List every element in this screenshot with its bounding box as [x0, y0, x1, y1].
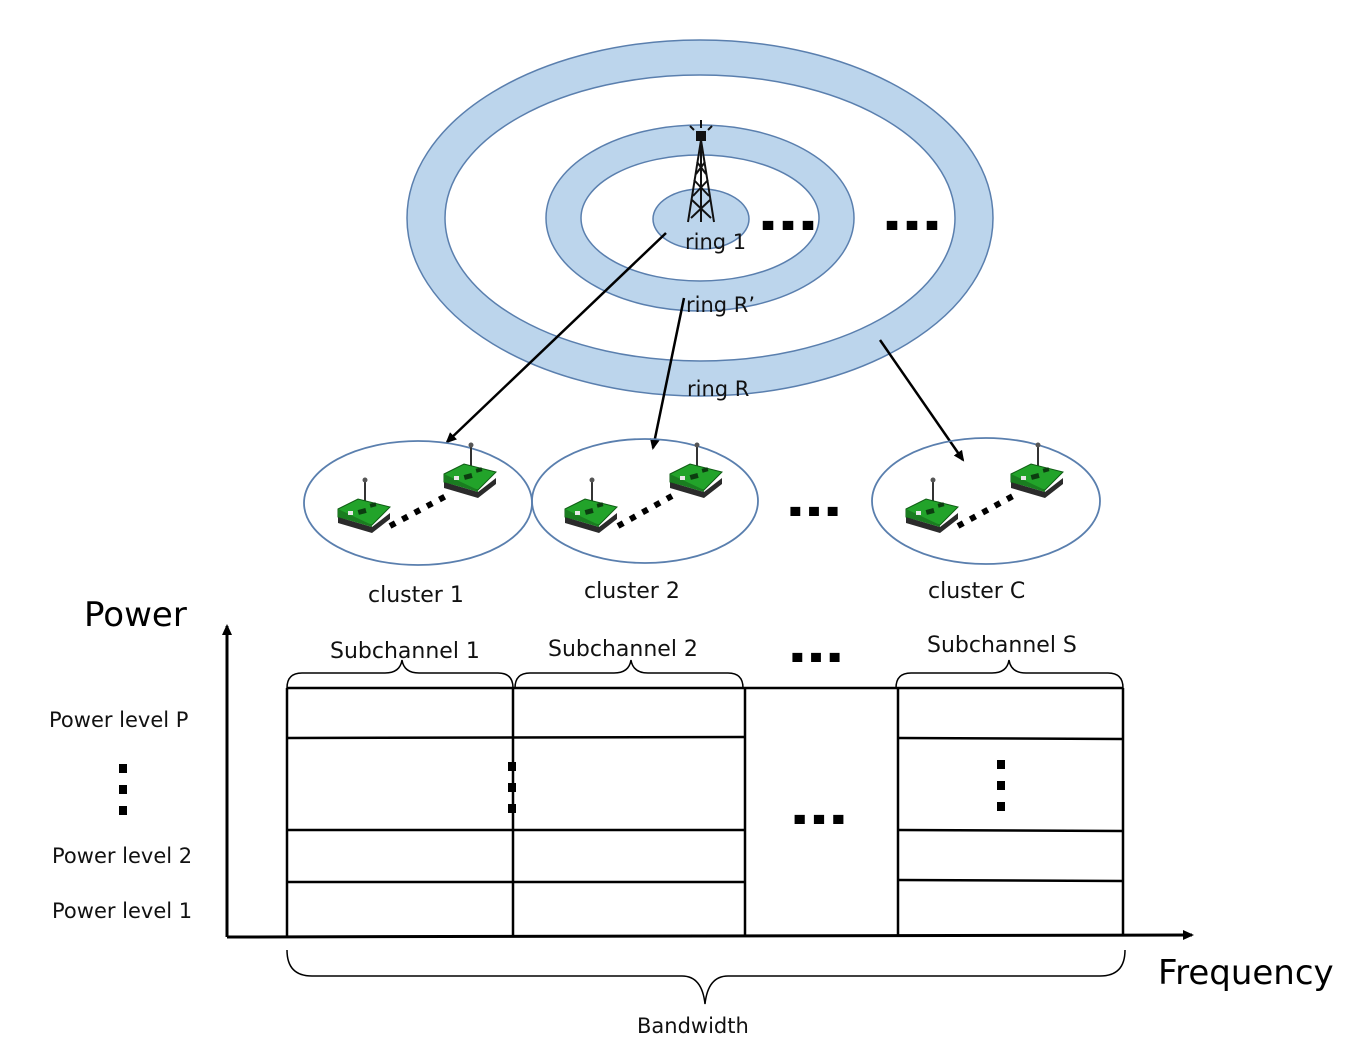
- grid-line: [897, 878, 1124, 883]
- subchannel-grid: [285, 686, 1125, 936]
- bandwidth-brace: [286, 949, 1126, 1005]
- frequency-axis: [226, 930, 1194, 941]
- cluster-2-boundary: [531, 438, 759, 564]
- cluster-c-link-dots: [956, 493, 1015, 529]
- power-level-1-label: Power level 1: [52, 899, 192, 923]
- frequency-axis-label: Frequency: [1158, 953, 1334, 993]
- cluster-2: [531, 438, 759, 564]
- cluster-c-label: cluster C: [928, 579, 1025, 604]
- power-axis-label: Power: [84, 595, 187, 635]
- ring-ellipsis-outer: …: [882, 186, 942, 242]
- bandwidth-label: Bandwidth: [637, 1014, 749, 1038]
- cluster-c-boundary: [871, 437, 1101, 565]
- axes: [222, 624, 1194, 941]
- subchannel-2-label: Subchannel 2: [548, 637, 698, 662]
- grid-line: [897, 828, 1124, 833]
- cluster-1-link-dots: [388, 493, 448, 529]
- subchannel-1-label: Subchannel 1: [330, 639, 480, 664]
- subchannel-ellipsis: …: [788, 618, 844, 674]
- subchannel-s-label: Subchannel S: [927, 633, 1077, 658]
- sensor-node-icon: [337, 476, 391, 534]
- subchannel-2-brace: [514, 659, 744, 689]
- grid-line: [897, 736, 1124, 741]
- cluster-1-label: cluster 1: [368, 583, 464, 608]
- power-level-2-label: Power level 2: [52, 844, 192, 868]
- ring-to-cluster-arrows: [445, 232, 965, 462]
- subchannel-s-brace: [895, 659, 1124, 689]
- ring-1-label: ring 1: [685, 230, 746, 254]
- subchannel-braces: [286, 659, 1126, 1005]
- grid-line: [286, 735, 746, 740]
- ring-r-label: ring R: [687, 377, 749, 401]
- arrow-to-cluster-c: [878, 339, 965, 462]
- ring-r-prime-label: ring R’: [686, 293, 755, 317]
- cluster-ellipsis: …: [786, 472, 842, 528]
- sensor-node-icon: [905, 476, 959, 534]
- arrow-to-cluster-1: [445, 232, 667, 444]
- cluster-2-label: cluster 2: [584, 579, 680, 604]
- sensor-node-icon: [669, 441, 723, 499]
- sensor-node-icon: [443, 441, 497, 499]
- cluster-2-link-dots: [616, 493, 674, 529]
- subchannel-1-brace: [286, 659, 514, 689]
- cell-tower-icon: [687, 120, 715, 223]
- arrow-to-cluster-2: [649, 297, 686, 450]
- grid-ellipsis: …: [790, 780, 848, 836]
- vertical-ellipsis: [119, 760, 1005, 815]
- cluster-1-boundary: [303, 440, 533, 566]
- ring-ellipsis-inner: …: [758, 186, 818, 242]
- sensor-node-icon: [564, 476, 618, 534]
- power-level-p-label: Power level P: [49, 708, 188, 732]
- cluster-1: [303, 440, 533, 566]
- cluster-c: [871, 437, 1101, 565]
